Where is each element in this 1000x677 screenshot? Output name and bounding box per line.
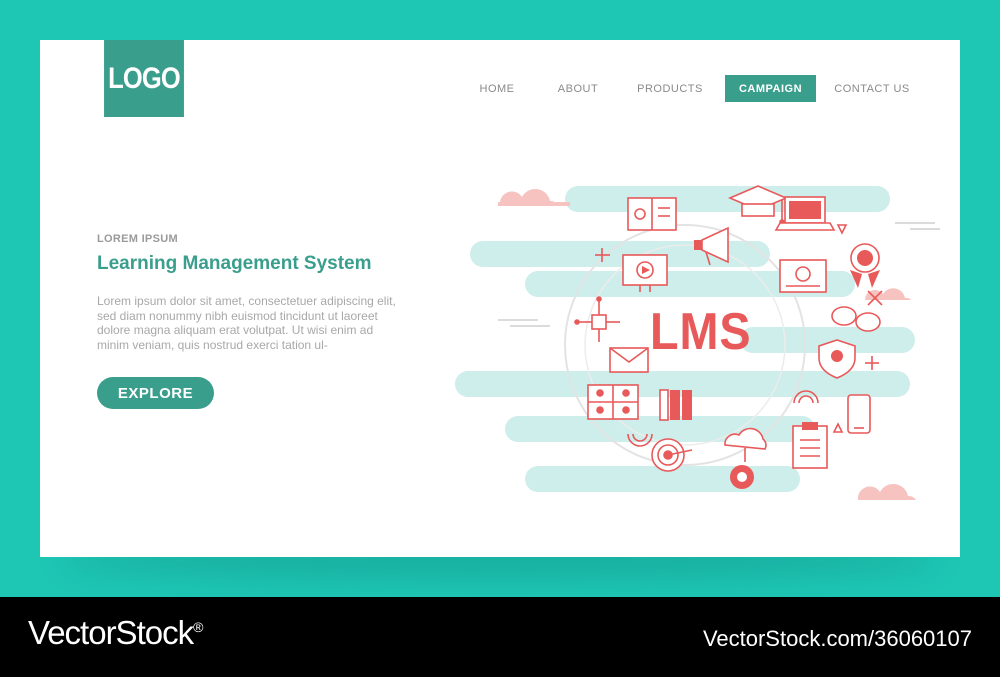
cloud-sync-icon xyxy=(724,427,767,462)
signal-icon xyxy=(627,390,819,447)
nav-home[interactable]: HOME xyxy=(479,82,515,95)
hero-eyebrow: LOREM IPSUM xyxy=(97,233,178,245)
gear-icon xyxy=(730,465,754,489)
target-icon xyxy=(651,438,693,472)
gray-dashes xyxy=(498,222,940,327)
graduation-cap-icon xyxy=(727,185,789,225)
decorative-marks xyxy=(595,224,883,433)
registered-mark: ® xyxy=(193,619,203,635)
hero-title: Learning Management System xyxy=(97,253,372,274)
vectorstock-brand-text: VectorStock xyxy=(28,614,194,651)
certificate-icon xyxy=(779,259,827,293)
chat-bubbles-icon xyxy=(831,306,881,332)
clouds xyxy=(498,188,916,500)
icons xyxy=(574,185,883,489)
stock-id: VectorStock.com/36060107 xyxy=(702,626,972,651)
lms-illustration: LMS xyxy=(440,170,960,510)
landing-page-card: LOGO HOME ABOUT PRODUCTS CAMPAIGN CONTAC… xyxy=(40,40,960,557)
footer-bar xyxy=(0,597,1000,677)
nav-campaign[interactable]: CAMPAIGN xyxy=(725,75,816,102)
books-icon xyxy=(659,389,692,421)
clipboard-icon xyxy=(792,422,828,469)
illustration-art xyxy=(455,185,940,500)
megaphone-icon xyxy=(694,226,729,266)
hero-body: Lorem ipsum dolor sit amet, consectetuer… xyxy=(97,294,396,352)
award-ribbon-icon xyxy=(850,243,880,288)
inner-ring xyxy=(584,244,786,446)
laptop-icon xyxy=(774,196,836,231)
lms-title: LMS xyxy=(650,303,752,361)
book-icon xyxy=(627,197,677,231)
shield-check-icon xyxy=(818,339,856,379)
vectorstock-brand: VectorStock® xyxy=(28,614,203,652)
nav-contact-us[interactable]: CONTACT US xyxy=(834,82,910,95)
video-player-icon xyxy=(622,254,668,292)
smartphone-icon xyxy=(847,394,871,434)
nav-about[interactable]: ABOUT xyxy=(557,82,599,95)
ring xyxy=(564,224,806,466)
logo[interactable]: LOGO xyxy=(104,40,184,117)
video-conference-icon xyxy=(587,384,639,420)
nav-products[interactable]: PRODUCTS xyxy=(637,82,703,95)
envelope-icon xyxy=(609,347,649,373)
circuit-chip-icon xyxy=(574,296,620,342)
explore-button[interactable]: EXPLORE xyxy=(97,377,214,409)
